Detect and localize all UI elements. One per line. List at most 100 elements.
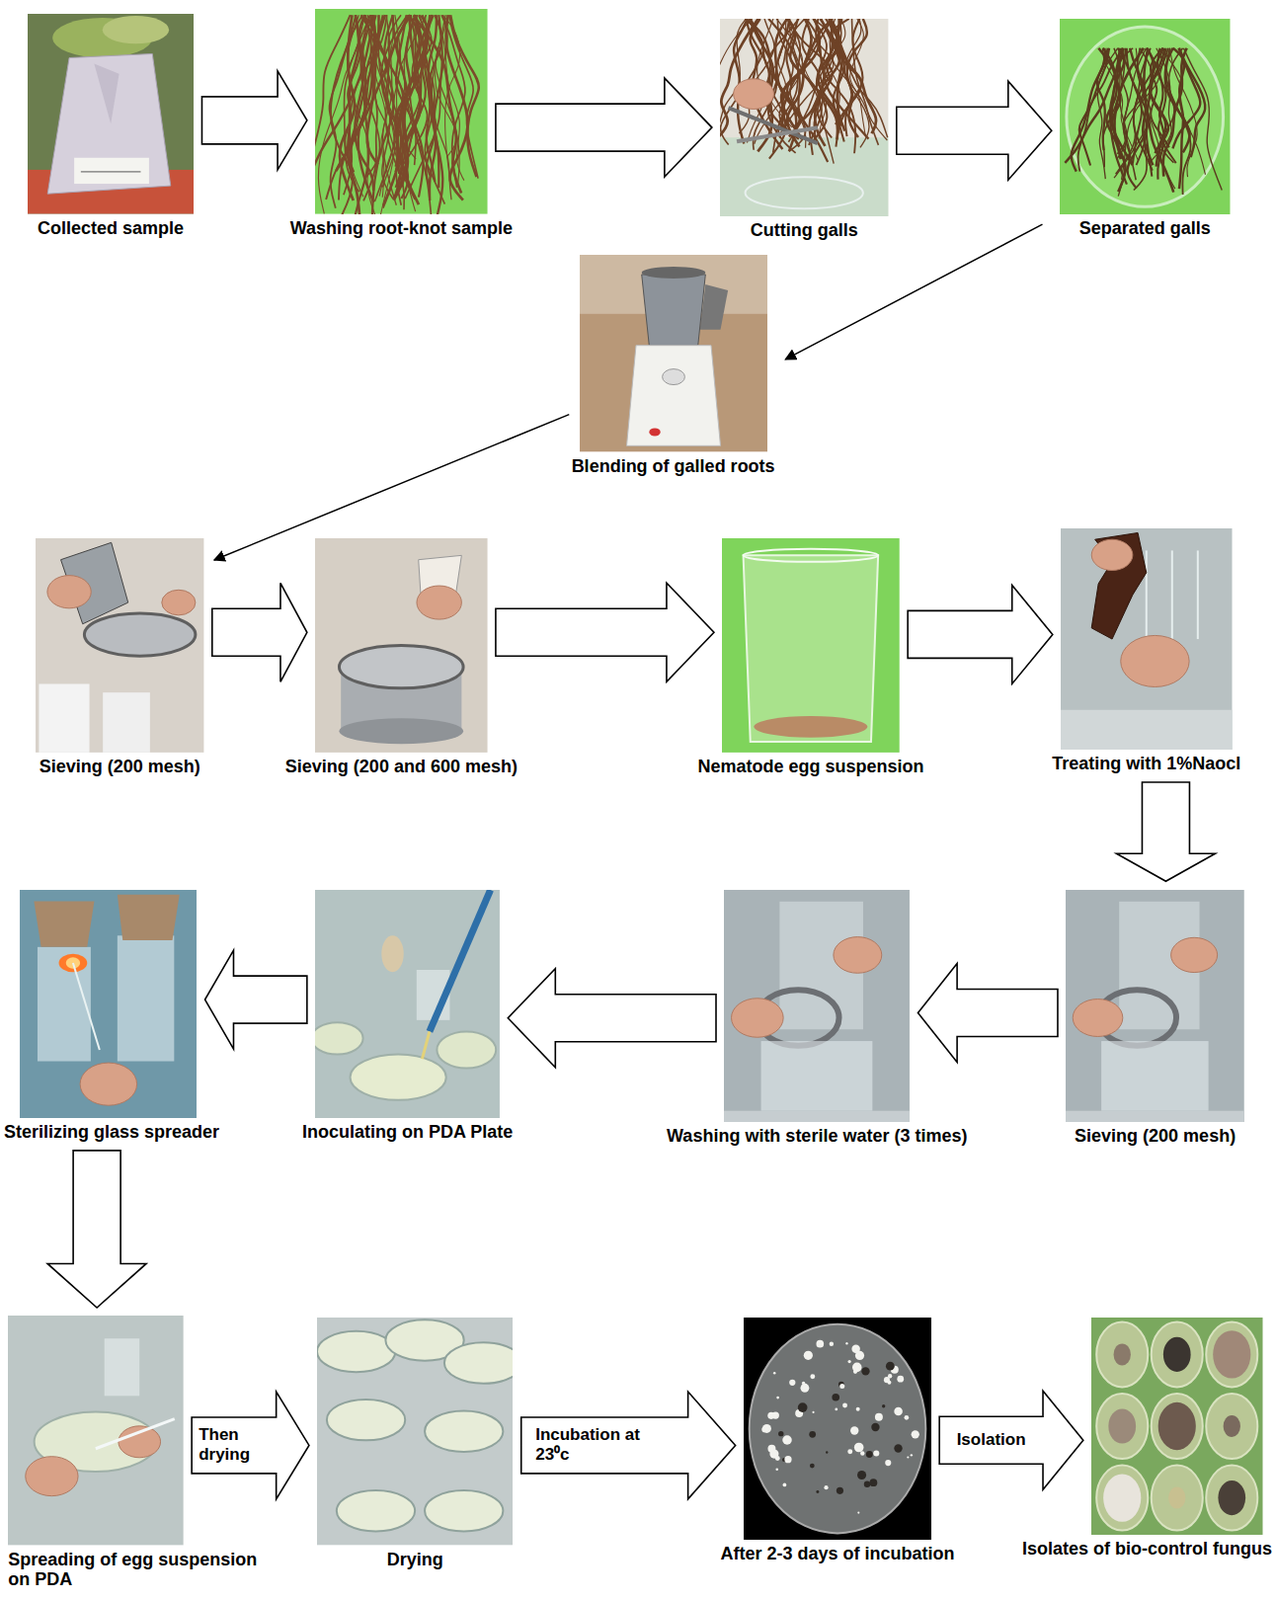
photo-detail [336, 1490, 415, 1531]
photo-detail [847, 1449, 853, 1455]
photo-detail [429, 889, 491, 1032]
photo-detail [1173, 47, 1201, 149]
photo-detail [864, 1481, 871, 1488]
photo-detail [344, 15, 372, 193]
step-caption: Sterilizing glass spreader [3, 1121, 220, 1143]
photo-detail [815, 1340, 824, 1349]
photo-detail [424, 1411, 503, 1452]
photo-detail [360, 15, 380, 180]
photo-detail [1108, 1409, 1136, 1444]
photo-detail [161, 590, 196, 617]
photo-detail [39, 684, 90, 753]
step-caption: Treating with 1%Naocl [1051, 753, 1241, 775]
photo-detail [772, 1412, 780, 1420]
photo-detail [833, 936, 882, 973]
photo-detail [736, 127, 818, 142]
process-step: Separated galls [1059, 18, 1230, 240]
photo-detail [829, 18, 887, 141]
photo-detail [95, 1419, 175, 1449]
block-arrow [1116, 782, 1215, 881]
photo-detail [860, 1451, 865, 1456]
photo-detail [315, 8, 488, 215]
photo-detail [7, 1315, 184, 1545]
photo-illustration [579, 254, 768, 452]
photo-detail [803, 1351, 813, 1360]
photo-detail [33, 900, 94, 947]
photo-detail [869, 1479, 878, 1488]
photo-detail [762, 1424, 772, 1434]
photo-detail [27, 13, 194, 214]
photo-detail [35, 538, 204, 753]
photo-detail [102, 15, 169, 44]
photo-detail [782, 1483, 787, 1488]
step-caption: Collected sample [37, 218, 184, 240]
photo-detail [749, 1324, 927, 1534]
process-step: Collected sample [27, 13, 194, 239]
photo-illustration [721, 538, 900, 753]
photo-illustration [1091, 1317, 1264, 1535]
photo-detail [842, 1403, 848, 1409]
photo-detail [1205, 1322, 1258, 1388]
photo-detail [326, 1399, 405, 1440]
photo-detail [839, 1383, 845, 1389]
photo-detail [836, 1487, 844, 1495]
photo-detail [444, 1343, 513, 1384]
photo-detail [797, 1403, 808, 1414]
photo-detail [1096, 1465, 1148, 1531]
photo-detail [1079, 47, 1110, 165]
process-step: Blending of galled roots [579, 254, 768, 477]
process-step: Nematode egg suspension [721, 538, 900, 778]
photo-detail [1060, 710, 1233, 750]
photo-detail [723, 1110, 910, 1122]
edge-label: Then drying [198, 1425, 270, 1466]
photo-detail [875, 1413, 883, 1422]
photo-detail [811, 1411, 814, 1414]
photo-detail [1145, 550, 1148, 639]
photo-detail [855, 1351, 865, 1360]
photo-detail [1217, 1480, 1246, 1516]
photo-detail [626, 345, 720, 447]
photo-detail [1101, 1040, 1208, 1112]
photo-detail [437, 1031, 497, 1068]
process-step: Sterilizing glass spreader [19, 889, 198, 1143]
photo-detail [728, 107, 818, 144]
photo-detail [1091, 1317, 1264, 1535]
photo-illustration [743, 1317, 932, 1540]
photo-detail [579, 254, 768, 452]
photo-detail [886, 1380, 891, 1385]
process-step: Inoculating on PDA Plate [315, 889, 500, 1143]
photo-detail [761, 1427, 768, 1434]
photo-detail [881, 1404, 885, 1408]
photo-detail [640, 274, 706, 346]
step-caption: Washing root-knot sample [290, 218, 513, 240]
block-arrow [917, 963, 1057, 1063]
step-caption: Cutting galls [750, 220, 859, 241]
step-caption: Inoculating on PDA Plate [302, 1121, 513, 1143]
photo-detail [315, 538, 488, 753]
photo-detail [1091, 532, 1147, 639]
photo-detail [852, 1362, 863, 1373]
photo-detail [1163, 1337, 1192, 1372]
photo-detail [773, 1371, 777, 1375]
photo-detail [761, 1040, 874, 1112]
photo-illustration [35, 538, 204, 753]
photo-detail [831, 1393, 840, 1402]
photo-detail [854, 1442, 865, 1453]
block-arrow [191, 1391, 310, 1500]
photo-detail [1171, 937, 1218, 972]
photo-detail [808, 1431, 816, 1438]
photo-detail [1158, 1402, 1197, 1450]
photo-detail [861, 1367, 870, 1376]
edge-label: Incubation at 23⁰c [535, 1425, 674, 1466]
photo-detail [79, 1062, 138, 1106]
photo-detail [116, 893, 179, 940]
photo-detail [47, 575, 91, 609]
photo-detail [339, 15, 355, 202]
photo-illustration [19, 889, 198, 1118]
block-arrow [495, 582, 715, 682]
photo-illustration [1065, 889, 1245, 1122]
process-step: Isolates of bio-control fungus [1091, 1317, 1264, 1560]
photo-illustration [1060, 528, 1233, 750]
photo-detail [768, 18, 828, 162]
